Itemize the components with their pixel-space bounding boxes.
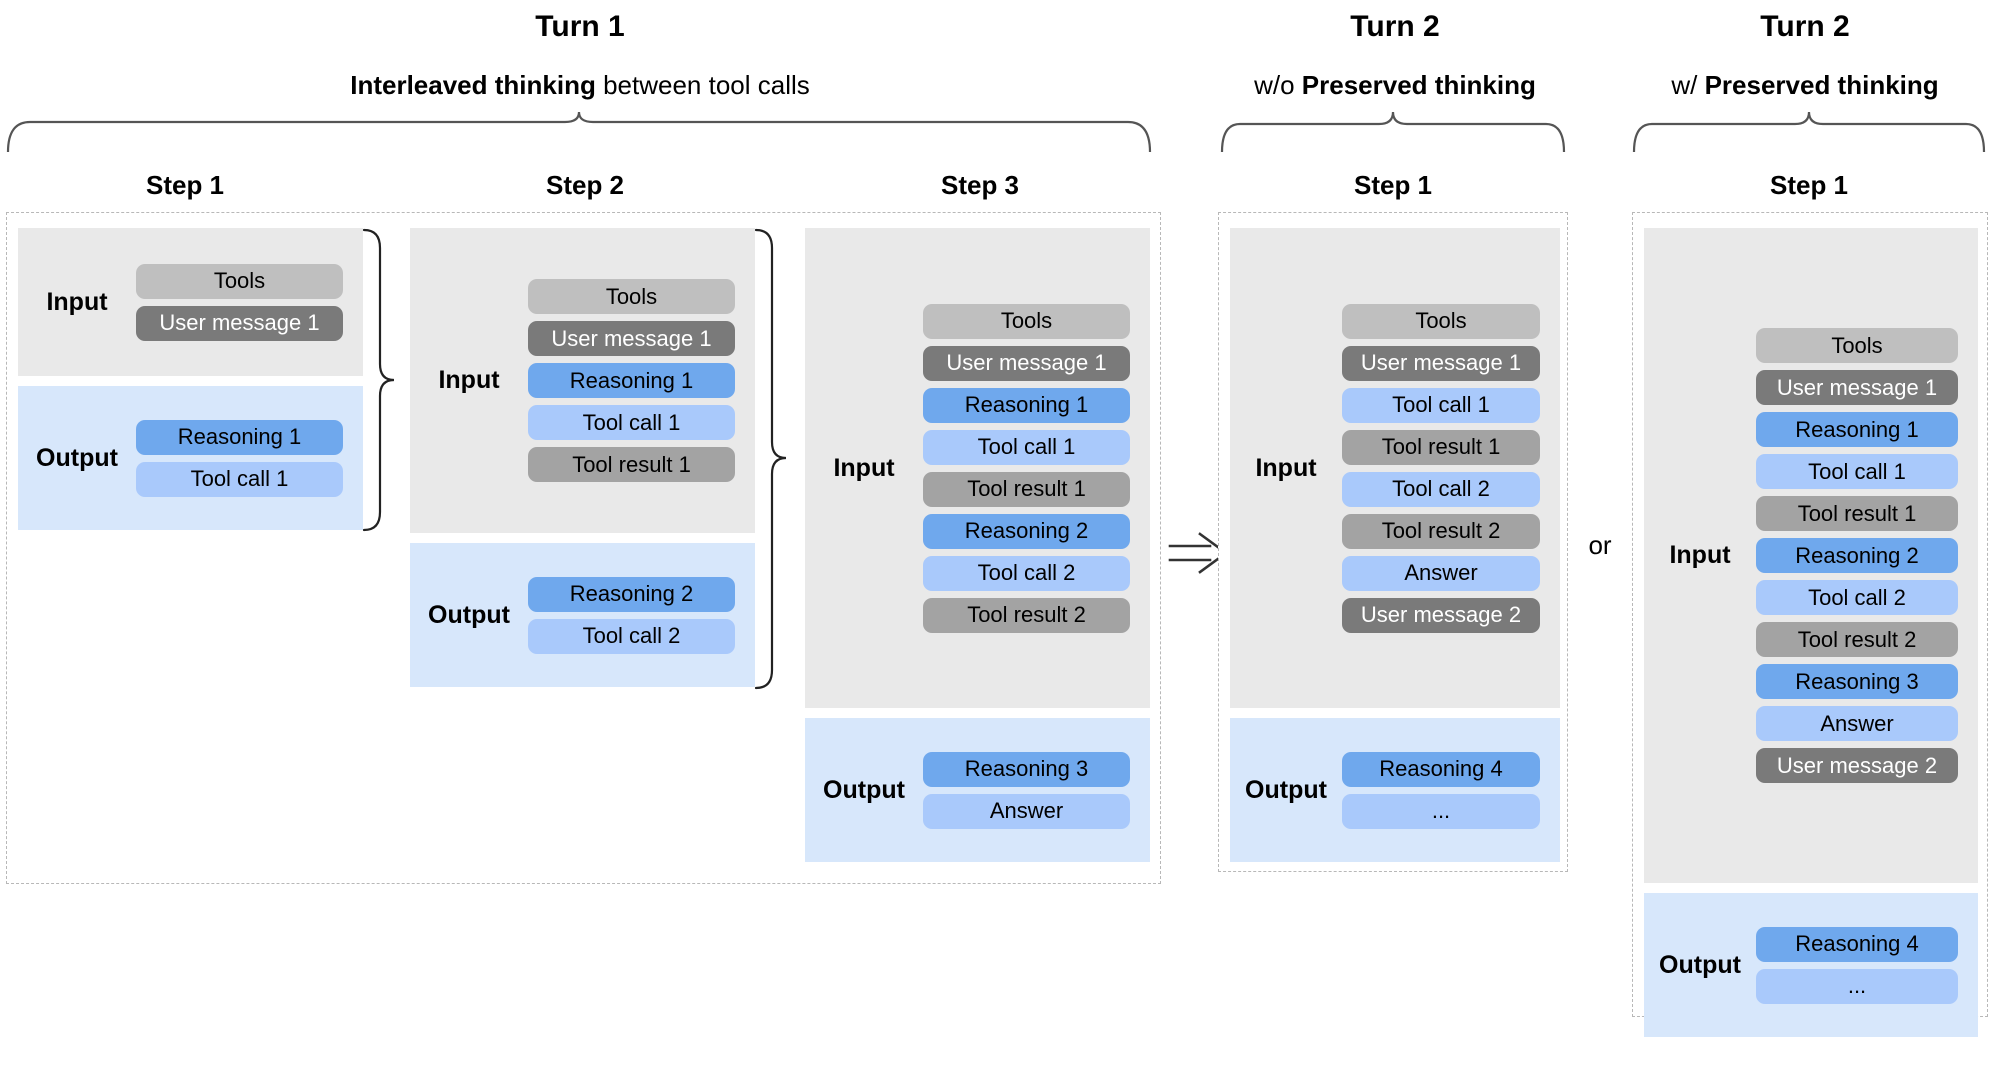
pill-user-message[interactable]: User message 2: [1756, 748, 1958, 783]
io-label-t2wo-step1-input: Input: [1255, 453, 1317, 482]
pill-tools[interactable]: Tools: [923, 303, 1130, 339]
pill-tool-result[interactable]: Tool result 1: [1756, 496, 1958, 531]
pill-tool-call[interactable]: Tool call 2: [1756, 580, 1958, 615]
group-subtitle-turn-2-with-lead: w/: [1671, 70, 1705, 100]
pill-reasoning[interactable]: Reasoning 1: [1756, 412, 1958, 447]
pill-reasoning[interactable]: Reasoning 2: [923, 513, 1130, 549]
pill-tools[interactable]: Tools: [528, 279, 735, 314]
pill-tool-result[interactable]: Tool result 1: [528, 447, 735, 482]
pill-col-t1-step1-output: Reasoning 1 Tool call 1: [136, 419, 363, 497]
io-label-t1-step3-input: Input: [833, 453, 895, 482]
pill-tool-result[interactable]: Tool result 2: [923, 597, 1130, 633]
pill-user-message[interactable]: User message 1: [923, 345, 1130, 381]
group-subtitle-turn-2-without-lead: w/o: [1254, 70, 1302, 100]
brace-step2-to-step3: [750, 228, 790, 690]
io-block-t1-step1-output: Output Reasoning 1 Tool call 1: [18, 386, 363, 530]
step-title-t2w-step1: Step 1: [1769, 170, 1849, 200]
pill-ellipsis[interactable]: ...: [1756, 968, 1958, 1004]
io-label-t1-step1-input: Input: [46, 287, 108, 316]
pill-tool-call[interactable]: Tool call 1: [136, 461, 343, 497]
pill-reasoning[interactable]: Reasoning 3: [923, 751, 1130, 787]
pill-tools[interactable]: Tools: [136, 263, 343, 299]
pill-col-t1-step3-input: Tools User message 1 Reasoning 1 Tool ca…: [923, 303, 1150, 633]
pill-ellipsis[interactable]: ...: [1342, 793, 1540, 829]
pill-col-t2w-step1-input: Tools User message 1 Reasoning 1 Tool ca…: [1756, 328, 1978, 783]
pill-user-message[interactable]: User message 2: [1342, 597, 1540, 633]
group-subtitle-turn-1-bold: Interleaved thinking: [350, 70, 596, 100]
group-subtitle-turn-1: Interleaved thinking between tool calls: [0, 70, 1160, 101]
group-subtitle-turn-1-rest: between tool calls: [595, 70, 810, 100]
pill-user-message[interactable]: User message 1: [1756, 370, 1958, 405]
group-subtitle-turn-2-without-bold: Preserved thinking: [1301, 70, 1536, 100]
pill-tool-result[interactable]: Tool result 2: [1342, 513, 1540, 549]
group-brace-turn-2-without: [1218, 110, 1568, 152]
io-label-t1-step3-output: Output: [823, 775, 905, 804]
pill-tool-result[interactable]: Tool result 1: [923, 471, 1130, 507]
pill-answer[interactable]: Answer: [923, 793, 1130, 829]
io-block-t2wo-step1-output: Output Reasoning 4 ...: [1230, 718, 1560, 862]
io-block-t1-step2-input: Input Tools User message 1 Reasoning 1 T…: [410, 228, 755, 533]
pill-col-t1-step1-input: Tools User message 1: [136, 263, 363, 341]
io-block-t1-step3-input: Input Tools User message 1 Reasoning 1 T…: [805, 228, 1150, 708]
io-label-t1-step1-output: Output: [36, 443, 118, 472]
pill-reasoning[interactable]: Reasoning 1: [136, 419, 343, 455]
pill-reasoning[interactable]: Reasoning 4: [1756, 926, 1958, 962]
group-title-turn-1: Turn 1: [535, 10, 625, 43]
pill-tool-result[interactable]: Tool result 2: [1756, 622, 1958, 657]
pill-tool-call[interactable]: Tool call 1: [1342, 387, 1540, 423]
group-subtitle-turn-2-with-bold: Preserved thinking: [1704, 70, 1939, 100]
io-label-t2w-step1-output: Output: [1659, 950, 1741, 979]
pill-reasoning[interactable]: Reasoning 4: [1342, 751, 1540, 787]
pill-reasoning[interactable]: Reasoning 2: [528, 576, 735, 612]
pill-tools[interactable]: Tools: [1756, 328, 1958, 363]
brace-step1-to-step2: [358, 228, 398, 532]
pill-tools[interactable]: Tools: [1342, 303, 1540, 339]
pill-user-message[interactable]: User message 1: [136, 305, 343, 341]
step-title-t2wo-step1: Step 1: [1353, 170, 1433, 200]
group-subtitle-turn-2-with: w/ Preserved thinking: [1615, 70, 1995, 101]
io-label-t1-step2-input: Input: [438, 366, 500, 394]
io-label-t2w-step1-input: Input: [1669, 541, 1731, 569]
pill-tool-call[interactable]: Tool call 2: [528, 618, 735, 654]
pill-col-t2w-step1-output: Reasoning 4 ...: [1756, 926, 1978, 1004]
io-block-t1-step3-output: Output Reasoning 3 Answer: [805, 718, 1150, 862]
pill-reasoning[interactable]: Reasoning 1: [923, 387, 1130, 423]
io-block-t1-step1-input: Input Tools User message 1: [18, 228, 363, 376]
pill-col-t2wo-step1-output: Reasoning 4 ...: [1342, 751, 1560, 829]
io-block-t2wo-step1-input: Input Tools User message 1 Tool call 1 T…: [1230, 228, 1560, 708]
pill-user-message[interactable]: User message 1: [528, 321, 735, 356]
step-title-t1-step1: Step 1: [145, 170, 225, 200]
pill-tool-call[interactable]: Tool call 2: [1342, 471, 1540, 507]
group-title-turn-2-with: Turn 2: [1760, 10, 1850, 43]
pill-user-message[interactable]: User message 1: [1342, 345, 1540, 381]
pill-tool-result[interactable]: Tool result 1: [1342, 429, 1540, 465]
group-subtitle-turn-2-without: w/o Preserved thinking: [1195, 70, 1595, 101]
step-title-t1-step3: Step 3: [940, 170, 1020, 200]
pill-reasoning[interactable]: Reasoning 2: [1756, 538, 1958, 573]
or-connector-label: or: [1588, 530, 1612, 560]
pill-tool-call[interactable]: Tool call 2: [923, 555, 1130, 591]
pill-col-t1-step2-output: Reasoning 2 Tool call 2: [528, 576, 755, 654]
io-label-t1-step2-output: Output: [428, 600, 510, 629]
group-title-turn-2-without: Turn 2: [1350, 10, 1440, 43]
pill-answer[interactable]: Answer: [1756, 706, 1958, 741]
step-title-t1-step2: Step 2: [545, 170, 625, 200]
pill-tool-call[interactable]: Tool call 1: [528, 405, 735, 440]
io-block-t2w-step1-output: Output Reasoning 4 ...: [1644, 893, 1978, 1037]
pill-tool-call[interactable]: Tool call 1: [1756, 454, 1958, 489]
pill-col-t1-step2-input: Tools User message 1 Reasoning 1 Tool ca…: [528, 279, 755, 482]
pill-col-t1-step3-output: Reasoning 3 Answer: [923, 751, 1150, 829]
io-label-t2wo-step1-output: Output: [1245, 775, 1327, 804]
pill-tool-call[interactable]: Tool call 1: [923, 429, 1130, 465]
group-brace-turn-1: [4, 110, 1154, 152]
io-block-t2w-step1-input: Input Tools User message 1 Reasoning 1 T…: [1644, 228, 1978, 883]
pill-reasoning[interactable]: Reasoning 1: [528, 363, 735, 398]
pill-reasoning[interactable]: Reasoning 3: [1756, 664, 1958, 699]
pill-answer[interactable]: Answer: [1342, 555, 1540, 591]
io-block-t1-step2-output: Output Reasoning 2 Tool call 2: [410, 543, 755, 687]
pill-col-t2wo-step1-input: Tools User message 1 Tool call 1 Tool re…: [1342, 303, 1560, 633]
group-brace-turn-2-with: [1630, 110, 1988, 152]
